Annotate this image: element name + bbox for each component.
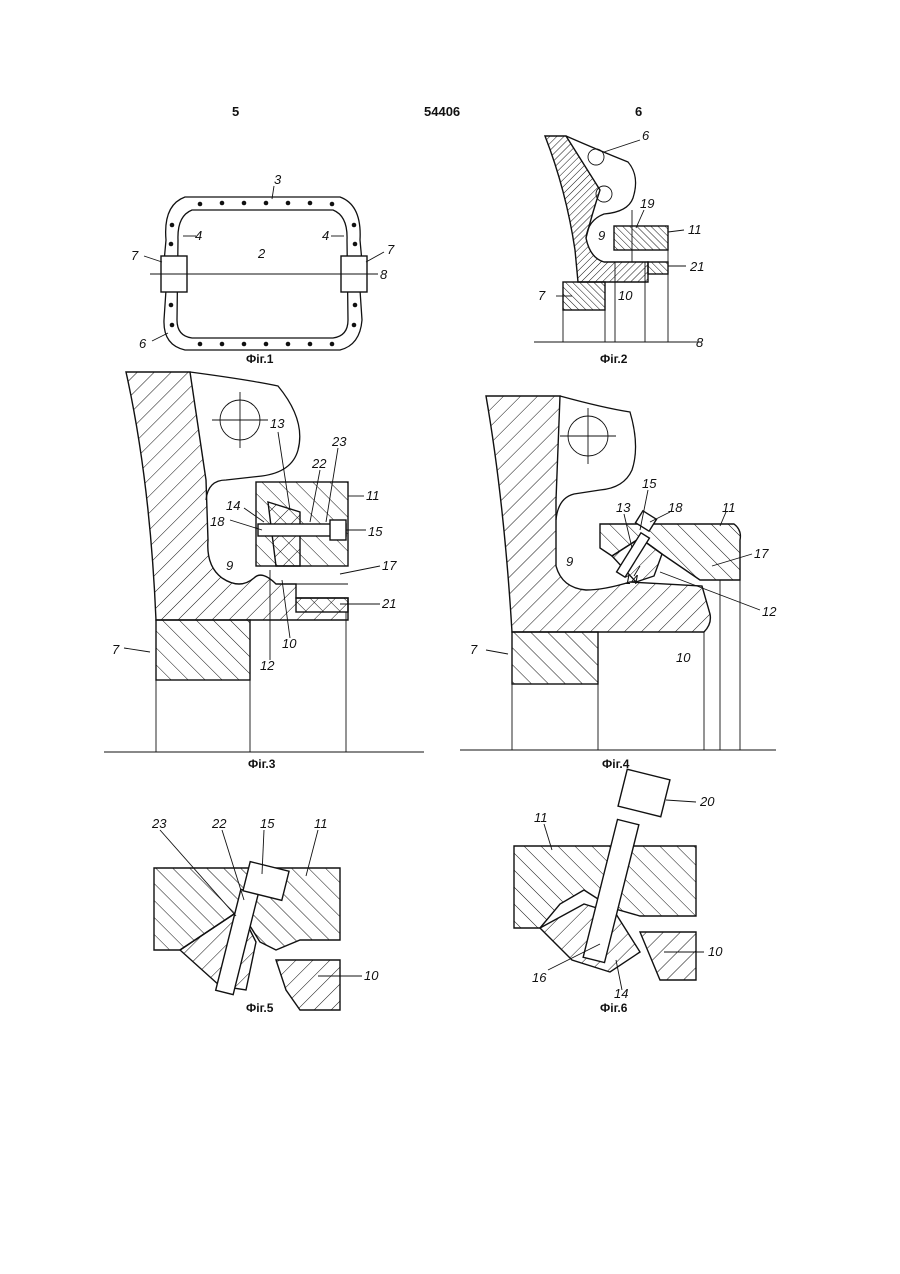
fig5-label-11: 11 bbox=[314, 816, 328, 831]
fig4-label-7: 7 bbox=[470, 642, 478, 657]
fig2-label-21: 21 bbox=[689, 259, 704, 274]
fig2-caption: Фіг.2 bbox=[600, 352, 628, 366]
fig1-label-4-left: 4 bbox=[195, 228, 202, 243]
figure-6: 20 11 10 16 14 Фіг.6 bbox=[514, 769, 723, 1015]
fig4-label-11: 11 bbox=[722, 500, 736, 515]
figure-2: 6 19 11 9 21 7 10 8 Фіг.2 bbox=[534, 128, 704, 366]
fig4-label-9: 9 bbox=[566, 554, 573, 569]
fig3-label-15: 15 bbox=[368, 524, 383, 539]
fig2-label-9: 9 bbox=[598, 228, 605, 243]
fig3-label-10: 10 bbox=[282, 636, 297, 651]
fig6-label-14: 14 bbox=[614, 986, 628, 1001]
fig1-label-3: 3 bbox=[274, 172, 282, 187]
fig3-part-21 bbox=[296, 598, 348, 612]
fig1-label-4-right: 4 bbox=[322, 228, 329, 243]
fig3-label-14: 14 bbox=[226, 498, 240, 513]
fig4-label-12: 12 bbox=[762, 604, 777, 619]
fig5-label-10: 10 bbox=[364, 968, 379, 983]
fig3-label-11: 11 bbox=[366, 488, 380, 503]
fig6-label-16: 16 bbox=[532, 970, 547, 985]
fig6-part-10 bbox=[640, 932, 696, 980]
fig2-part-11 bbox=[614, 226, 668, 250]
fig2-label-11: 11 bbox=[688, 222, 702, 237]
fig3-label-17: 17 bbox=[382, 558, 397, 573]
fig5-label-23: 23 bbox=[151, 816, 167, 831]
fig2-label-19: 19 bbox=[640, 196, 654, 211]
fig1-bolt-holes bbox=[169, 201, 358, 347]
figure-3: 13 23 22 11 14 18 15 9 17 21 10 12 7 Фіг… bbox=[104, 372, 424, 771]
fig2-bolt-hole-1 bbox=[588, 149, 604, 165]
fig5-part-10 bbox=[276, 960, 340, 1010]
fig3-part-7 bbox=[156, 620, 250, 680]
fig3-label-22: 22 bbox=[311, 456, 327, 471]
fig4-label-14: 14 bbox=[624, 572, 638, 587]
fig1-caption: Фіг.1 bbox=[246, 352, 274, 366]
fig1-label-6: 6 bbox=[139, 336, 147, 351]
fig6-label-10: 10 bbox=[708, 944, 723, 959]
fig4-part-7 bbox=[512, 632, 598, 684]
fig1-outer-frame bbox=[164, 197, 362, 350]
fig2-label-8: 8 bbox=[696, 335, 704, 350]
fig6-label-20: 20 bbox=[699, 794, 715, 809]
fig3-label-13: 13 bbox=[270, 416, 285, 431]
fig4-label-10: 10 bbox=[676, 650, 691, 665]
fig1-label-8: 8 bbox=[380, 267, 388, 282]
fig2-part-21 bbox=[648, 262, 668, 274]
fig2-label-10: 10 bbox=[618, 288, 633, 303]
fig6-label-11: 11 bbox=[534, 810, 548, 825]
fig2-label-6: 6 bbox=[642, 128, 650, 143]
fig3-label-23: 23 bbox=[331, 434, 347, 449]
fig2-label-7: 7 bbox=[538, 288, 546, 303]
fig3-label-7: 7 bbox=[112, 642, 120, 657]
fig4-label-17: 17 bbox=[754, 546, 769, 561]
fig2-ring-section bbox=[545, 136, 648, 282]
fig3-label-9: 9 bbox=[226, 558, 233, 573]
fig3-label-21: 21 bbox=[381, 596, 396, 611]
figure-5: 23 22 15 11 10 Фіг.5 bbox=[151, 816, 379, 1015]
fig3-bolt-head bbox=[330, 520, 346, 540]
figure-4: 15 18 11 13 9 17 14 12 7 10 Фіг.4 bbox=[460, 396, 777, 771]
fig1-label-2: 2 bbox=[257, 246, 266, 261]
fig4-label-15: 15 bbox=[642, 476, 657, 491]
fig3-caption: Фіг.3 bbox=[248, 757, 276, 771]
fig4-label-18: 18 bbox=[668, 500, 683, 515]
fig6-caption: Фіг.6 bbox=[600, 1001, 628, 1015]
fig4-label-13: 13 bbox=[616, 500, 631, 515]
figure-1: 3 2 4 4 7 7 8 6 Фіг.1 bbox=[131, 172, 395, 366]
fig3-label-18: 18 bbox=[210, 514, 225, 529]
fig5-label-22: 22 bbox=[211, 816, 227, 831]
fig5-caption: Фіг.5 bbox=[246, 1001, 274, 1015]
fig5-label-15: 15 bbox=[260, 816, 275, 831]
fig4-caption: Фіг.4 bbox=[602, 757, 630, 771]
fig1-label-7-left: 7 bbox=[131, 248, 139, 263]
fig6-bolt-head-20 bbox=[618, 769, 670, 817]
fig1-label-7-right: 7 bbox=[387, 242, 395, 257]
fig3-label-12: 12 bbox=[260, 658, 275, 673]
